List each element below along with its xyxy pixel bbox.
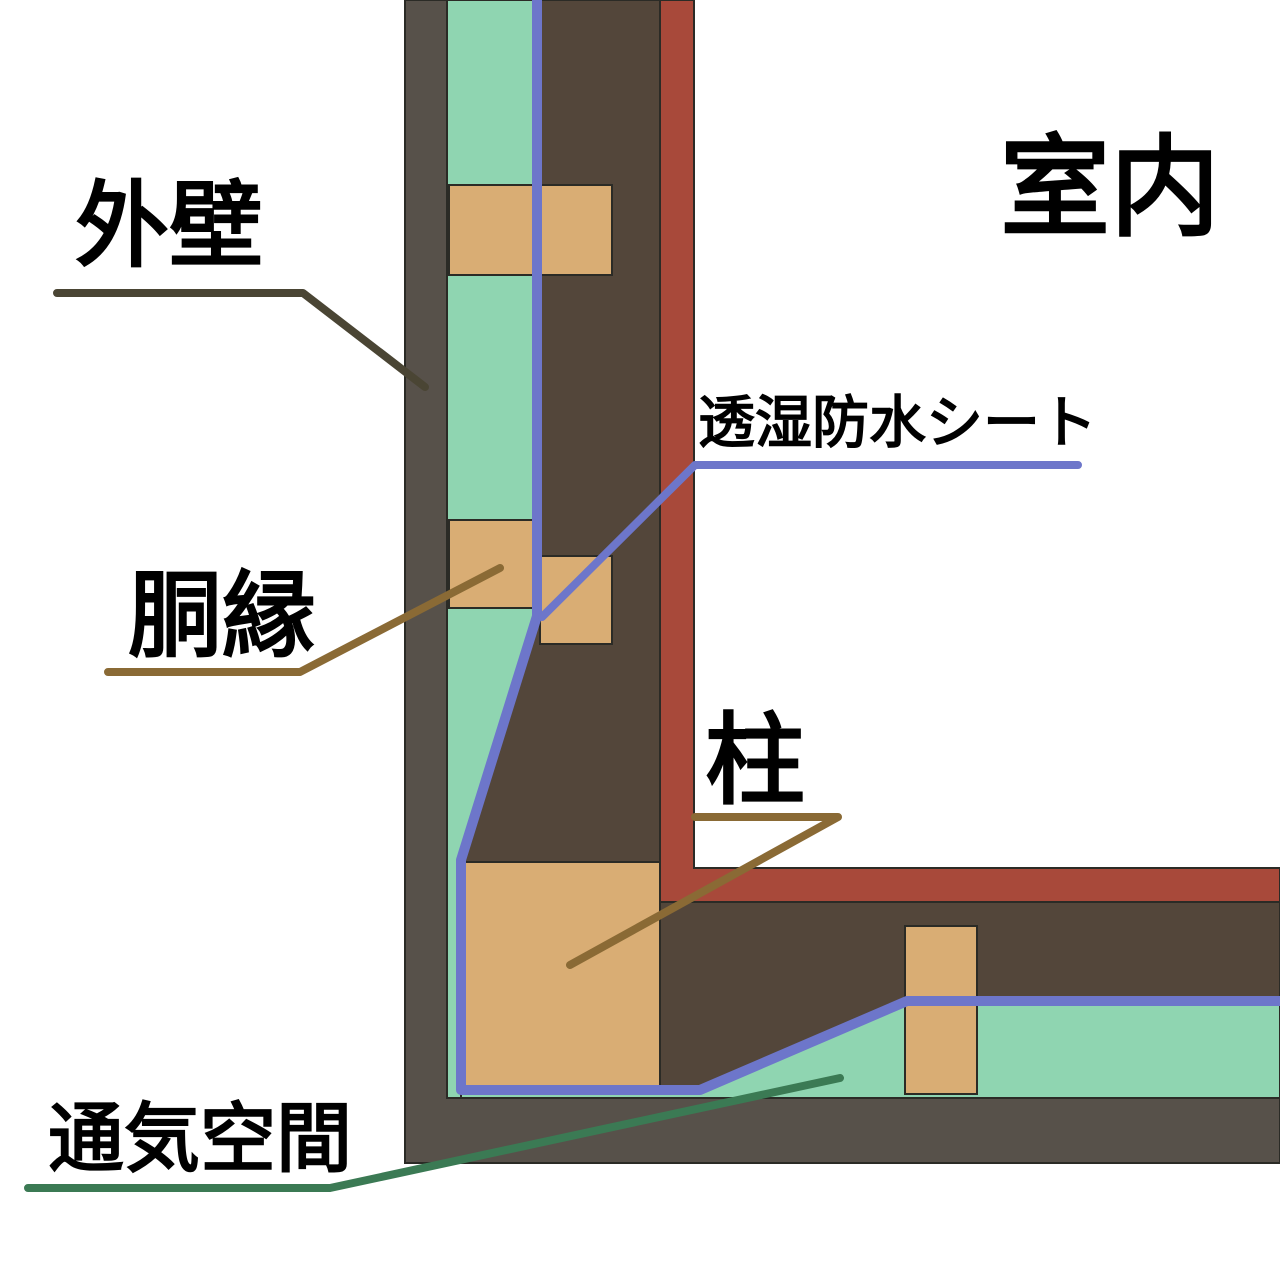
leader-waterproof-sheet: [538, 461, 1082, 621]
label-indoor: 室内: [1000, 127, 1220, 250]
batten-block-row2-right: [539, 555, 613, 645]
leader-furring-strip: [104, 564, 504, 676]
leader-pillar: [566, 813, 842, 969]
batten-block-horizontal-upper: [904, 925, 978, 1002]
waterproof-sheet-line: [456, 0, 1280, 1095]
label-pillar: 柱: [705, 705, 805, 817]
label-exterior-wall: 外壁: [75, 173, 263, 278]
leader-ventilation-space: [24, 1074, 844, 1192]
label-furring-strip: 胴縁: [128, 563, 316, 668]
label-waterproof-sheet: 透湿防水シート: [698, 391, 1097, 455]
furring-block-horizontal-lower: [904, 1000, 978, 1095]
pillar-block: [460, 861, 661, 1091]
leader-exterior-wall: [53, 289, 429, 391]
furring-block-row1-left: [448, 184, 538, 276]
batten-block-row1-right: [539, 184, 613, 276]
furring-block-row2-left: [448, 519, 538, 609]
exterior-cladding-layer: [404, 0, 1280, 1164]
label-ventilation-space: 通気空間: [48, 1097, 352, 1182]
